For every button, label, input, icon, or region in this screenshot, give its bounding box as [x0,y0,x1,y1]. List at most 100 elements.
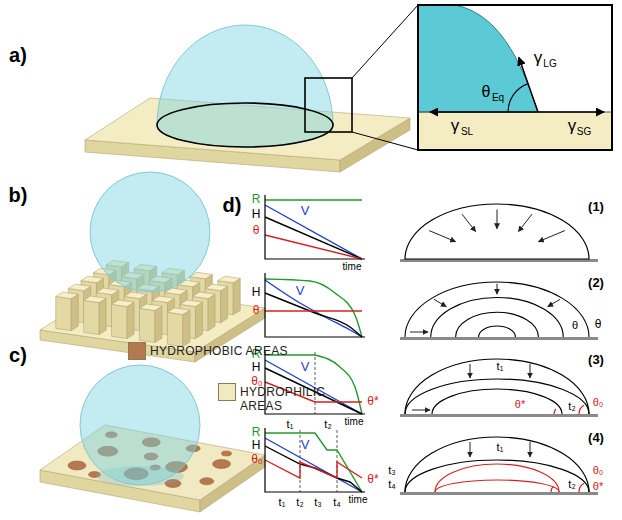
time-plot [265,428,365,492]
tension-symbol: γ [534,48,543,68]
contact-angle-inset [538,111,604,113]
pillar-surface-illustration [139,304,162,311]
evaporation-mode-drawing [405,359,589,414]
evaporation-mode-drawing [400,437,598,495]
pillar-surface-illustration [90,172,210,292]
curve-label: V [301,360,310,375]
evaporation-mode-drawing [405,437,589,492]
tension-symbol: γ [451,116,460,136]
time-label: t₂ [568,400,575,413]
angle-label: θ₀ [593,396,604,409]
sessile-drop-illustration [352,132,418,150]
pillar-surface-illustration [205,284,228,291]
angle-label: θ* [367,473,378,487]
axis-label: θ [253,304,260,318]
contact-angle-inset [418,112,612,113]
evaporation-mode-drawing [400,359,598,417]
row-number: (1) [588,200,604,215]
angle-label: θ [572,319,578,332]
axis-label: θ₀ [251,453,263,467]
time-label: t₄ [333,496,341,509]
axis-label: H [252,361,261,375]
pillar-surface-illustration [183,310,190,346]
time-plot [265,433,362,492]
time-plot [265,235,362,259]
symbol-subscript: LG [543,58,556,70]
time-plot [265,199,362,200]
time-plot [265,195,365,259]
curve-label: V [301,204,310,219]
evaporation-mode-drawing [497,284,498,294]
evaporation-mode-drawing [456,312,539,337]
time-plot [265,273,365,337]
row-number: (4) [588,431,604,446]
evaporation-mode-drawing [548,299,560,306]
panel-letter: b) [9,184,28,207]
evaporation-mode-drawing [400,492,598,495]
pillar-surface-illustration [218,276,241,283]
pillar-surface-illustration [71,294,78,330]
time-plot [265,273,365,337]
pillar-surface-illustration [167,312,183,346]
axis-label: θ [253,224,260,238]
panel-letter: c) [9,344,27,367]
pillar-surface-illustration [112,304,128,338]
time-label: t₂ [296,496,303,509]
pillar-surface-illustration [152,296,175,303]
pillar-surface-illustration [56,292,79,299]
pillar-surface-illustration [40,172,265,362]
time-label: t₄ [388,478,396,491]
evaporation-mode-drawing [400,282,598,340]
patterned-surface-illustration [213,460,231,469]
angle-symbol: θ [482,83,491,101]
axis-label: R [252,193,261,207]
axis-label: H [252,208,261,222]
time-plot [315,355,362,414]
axis-label: time [345,416,364,428]
evaporation-mode-drawing [412,410,430,411]
legend-entry: HYDROPHILIC AREAS [218,383,332,413]
sessile-drop-illustration [157,103,333,147]
row-number: (2) [588,276,604,291]
time-plot [265,310,362,311]
evaporation-mode-drawing [405,282,589,337]
evaporation-mode-drawing [405,204,589,259]
evaporation-mode-drawing [432,389,562,414]
time-plot [315,352,316,414]
time-plot [265,428,365,492]
axis-label: time [349,494,368,506]
time-label: t₁ [287,418,294,431]
pillar-surface-illustration [68,284,91,291]
pillar-surface-illustration [81,276,104,283]
contact-angle-inset [418,5,538,112]
evaporation-mode-drawing [405,282,589,337]
evaporation-mode-drawing [554,409,556,414]
pillar-surface-illustration [56,296,72,330]
legend-text: HYDROPHOBIC AREAS [150,342,288,358]
row-number: (3) [588,353,604,368]
evaporation-mode-drawing [405,379,589,414]
evaporation-mode-drawing [530,364,531,378]
pillar-surface-illustration [233,278,240,314]
angle-label: θ* [515,398,525,411]
time-label: t₁ [497,360,504,373]
patterned-surface-illustration [222,451,232,456]
angle-label: θ* [593,480,603,493]
pillar-surface-illustration [127,302,134,338]
axis-label: R [252,426,261,440]
time-label: t₂ [324,418,331,431]
axis-label: H [252,439,261,453]
pillar-surface-illustration [180,300,203,307]
symbol-subscript: Eq [492,92,504,104]
evaporation-mode-drawing [434,299,446,306]
time-plot [265,446,362,492]
time-plot [265,438,362,492]
evaporation-mode-drawing [497,210,498,229]
legend-swatch [218,383,236,401]
panel-letter: a) [9,44,27,67]
curve-label: V [301,438,310,453]
time-plot [265,280,362,337]
evaporation-mode-drawing [470,442,471,457]
